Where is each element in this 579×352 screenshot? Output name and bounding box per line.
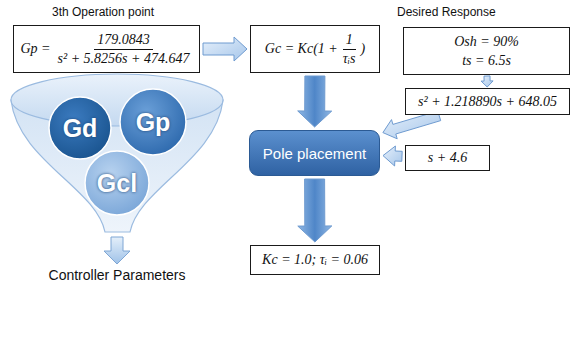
- circle-content: Gcl: [97, 169, 137, 198]
- box-content: Osh = 90% ts = 6.5s: [454, 34, 519, 69]
- output-arrow: [104, 237, 130, 264]
- desired-response-box: Osh = 90% ts = 6.5s: [403, 27, 570, 75]
- node-text: τᵢs: [340, 50, 359, 67]
- model-circle: Gp: [119, 88, 187, 156]
- block-arrow: [481, 76, 493, 87]
- result-box: Kc = 1.0; τᵢ = 0.06: [250, 245, 380, 275]
- model-circle: Gcl: [84, 150, 150, 216]
- characteristic-box: s² + 1.218890s + 648.05: [405, 88, 570, 115]
- circle-content: Gp: [136, 108, 171, 137]
- circle-shape: [120, 89, 186, 155]
- box-content: s + 4.6: [428, 150, 467, 166]
- process-box: Pole placement: [249, 130, 380, 176]
- box-content: Pole placement: [263, 145, 366, 162]
- node-text: s² + 5.8256s + 474.647: [55, 50, 193, 67]
- plant-transfer-box: Gp = 179.0843s² + 5.8256s + 474.647: [13, 25, 200, 73]
- node-text: Gcl: [97, 169, 137, 198]
- node-text: 1: [343, 32, 356, 50]
- block-arrow: [383, 111, 441, 139]
- circle-content: Gd: [63, 114, 98, 143]
- circle-shape: [85, 151, 149, 215]
- annotation-label: Controller Parameters: [49, 267, 186, 283]
- node-text: 179.0843: [94, 32, 153, 50]
- box-content: Gp = 179.0843s² + 5.8256s + 474.647: [20, 32, 192, 67]
- node-text: ): [360, 41, 365, 57]
- controller-transfer-box: Gc = Kc(1 +1τᵢs): [250, 25, 380, 73]
- fraction: 1τᵢs: [340, 32, 359, 67]
- annotation-label: 3th Operation point: [52, 5, 154, 19]
- node-text: Osh = 90%: [454, 34, 519, 50]
- node-text: Kc = 1.0; τᵢ = 0.06: [262, 252, 368, 268]
- block-arrow: [298, 76, 332, 127]
- block-arrow: [298, 179, 332, 242]
- box-content: s² + 1.218890s + 648.05: [418, 94, 557, 110]
- box-content: Gc = Kc(1 +1τᵢs): [265, 32, 365, 67]
- fraction: 179.0843s² + 5.8256s + 474.647: [55, 32, 193, 67]
- extra-pole-box: s + 4.6: [405, 145, 490, 171]
- model-circle: Gd: [48, 96, 112, 160]
- box-content: Kc = 1.0; τᵢ = 0.06: [262, 252, 368, 268]
- block-arrow: [203, 37, 247, 61]
- block-arrow: [383, 146, 402, 166]
- node-text: ts = 6.5s: [462, 53, 511, 69]
- node-text: s² + 1.218890s + 648.05: [418, 94, 557, 110]
- node-text: Gd: [63, 114, 98, 143]
- node-text: s + 4.6: [428, 150, 467, 166]
- funnel-rim: [11, 74, 223, 126]
- node-text: Gp: [136, 108, 171, 137]
- node-text: Gc = Kc(1 +: [265, 41, 338, 57]
- node-text: Pole placement: [263, 145, 366, 162]
- node-text: Gp =: [20, 41, 50, 57]
- circle-shape: [49, 97, 111, 159]
- annotation-label: Desired Response: [397, 5, 496, 19]
